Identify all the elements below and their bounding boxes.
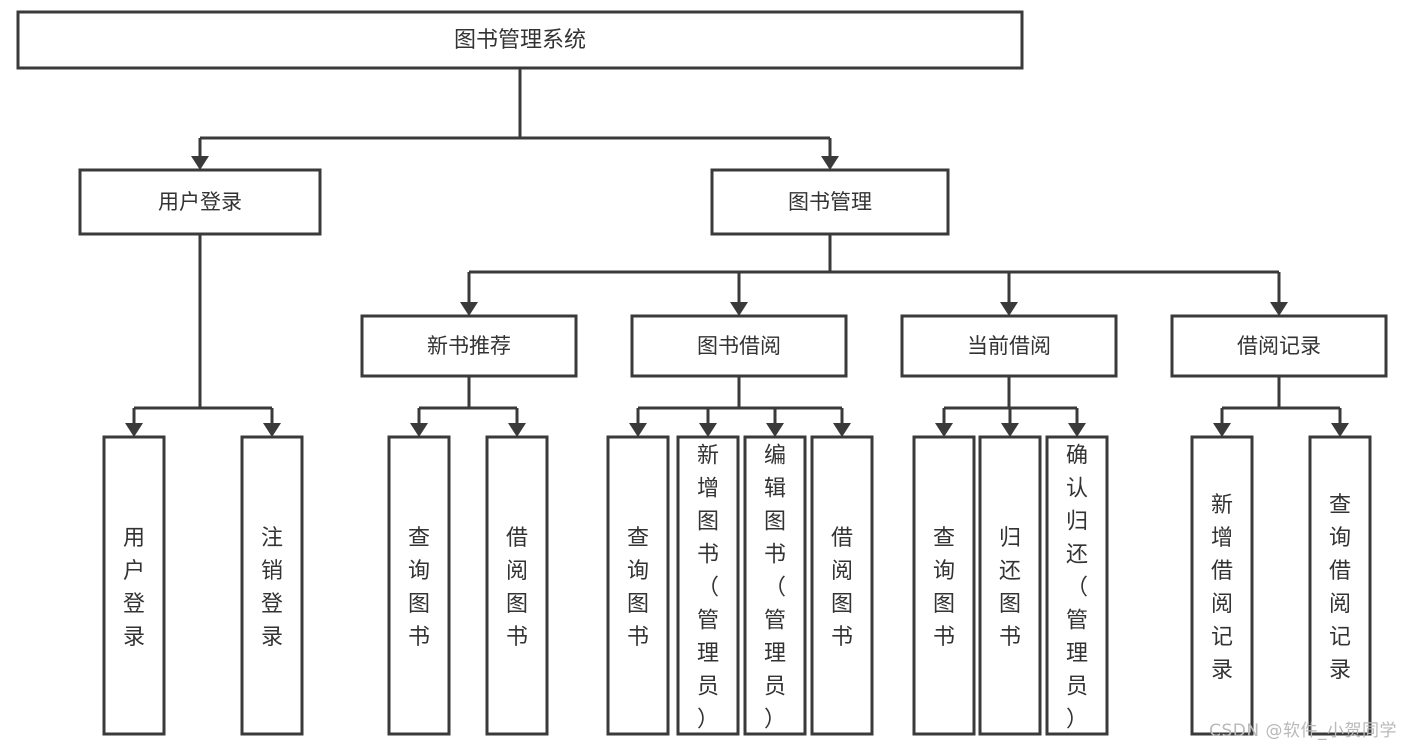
node-root[interactable]: 图书管理系统 xyxy=(16,10,1024,70)
node-leaf-add-book[interactable]: 新增图书（管理员） xyxy=(676,435,740,736)
node-label: 确认归还（管理员） xyxy=(1066,444,1088,733)
node-leaf-query-book-cur[interactable]: 查询图书 xyxy=(912,435,976,736)
arrowhead xyxy=(833,423,851,437)
node-label: 图书借阅 xyxy=(697,334,781,358)
node-book-manage[interactable]: 图书管理 xyxy=(710,168,950,236)
arrowhead xyxy=(125,423,143,437)
arrowhead xyxy=(730,302,748,316)
arrowhead xyxy=(263,423,281,437)
node-leaf-query-record[interactable]: 查询借阅记录 xyxy=(1308,435,1372,736)
node-label: 借阅图书 xyxy=(831,526,853,650)
arrowhead xyxy=(766,423,784,437)
node-borrow-record[interactable]: 借阅记录 xyxy=(1170,314,1388,378)
arrowhead xyxy=(1270,302,1288,316)
node-user-login[interactable]: 用户登录 xyxy=(78,168,322,236)
node-boxes: 图书管理系统用户登录图书管理新书推荐图书借阅当前借阅借阅记录用户登录注销登录查询… xyxy=(16,10,1388,736)
node-label: 编辑图书（管理员） xyxy=(764,444,786,733)
node-leaf-logout[interactable]: 注销登录 xyxy=(240,435,304,736)
arrowhead xyxy=(1213,423,1231,437)
node-current-borrow[interactable]: 当前借阅 xyxy=(900,314,1118,378)
node-label: 新书推荐 xyxy=(427,334,511,358)
node-leaf-edit-book[interactable]: 编辑图书（管理员） xyxy=(743,435,807,736)
arrowhead xyxy=(460,302,478,316)
node-leaf-confirm-return[interactable]: 确认归还（管理员） xyxy=(1045,435,1109,736)
node-label: 借阅图书 xyxy=(506,526,528,650)
node-label: 借阅记录 xyxy=(1237,334,1321,358)
arrowhead xyxy=(1000,302,1018,316)
node-leaf-add-record[interactable]: 新增借阅记录 xyxy=(1190,435,1254,736)
node-label: 查询图书 xyxy=(627,526,649,650)
arrowhead xyxy=(1068,423,1086,437)
node-label: 注销登录 xyxy=(261,526,283,650)
arrowhead xyxy=(508,423,526,437)
arrowhead xyxy=(629,423,647,437)
node-leaf-borrow-book[interactable]: 借阅图书 xyxy=(810,435,874,736)
node-label: 用户登录 xyxy=(123,526,145,650)
node-leaf-user-login[interactable]: 用户登录 xyxy=(102,435,166,736)
arrowhead xyxy=(821,156,839,170)
node-label: 归还图书 xyxy=(999,526,1021,650)
arrowhead xyxy=(1331,423,1349,437)
arrowhead xyxy=(699,423,717,437)
node-label: 新增图书（管理员） xyxy=(697,444,719,733)
node-label: 查询借阅记录 xyxy=(1329,493,1351,683)
arrowhead xyxy=(935,423,953,437)
node-label: 图书管理 xyxy=(788,190,872,214)
node-leaf-query-book[interactable]: 查询图书 xyxy=(606,435,670,736)
node-label: 图书管理系统 xyxy=(454,28,586,53)
connector-lines xyxy=(125,68,1349,437)
node-label: 查询图书 xyxy=(933,526,955,650)
node-label: 新增借阅记录 xyxy=(1211,493,1233,683)
node-label: 查询图书 xyxy=(408,526,430,650)
node-leaf-query-book-rec[interactable]: 查询图书 xyxy=(387,435,451,736)
node-leaf-return-book[interactable]: 归还图书 xyxy=(978,435,1042,736)
arrowhead xyxy=(410,423,428,437)
node-label: 用户登录 xyxy=(158,190,242,214)
node-new-book-rec[interactable]: 新书推荐 xyxy=(360,314,578,378)
arrowhead xyxy=(1001,423,1019,437)
node-book-borrow[interactable]: 图书借阅 xyxy=(630,314,848,378)
node-label: 当前借阅 xyxy=(967,334,1051,358)
watermark-text: CSDN @软件_小贺同学 xyxy=(1209,721,1397,741)
arrowhead xyxy=(191,156,209,170)
node-leaf-borrow-book-rec[interactable]: 借阅图书 xyxy=(485,435,549,736)
